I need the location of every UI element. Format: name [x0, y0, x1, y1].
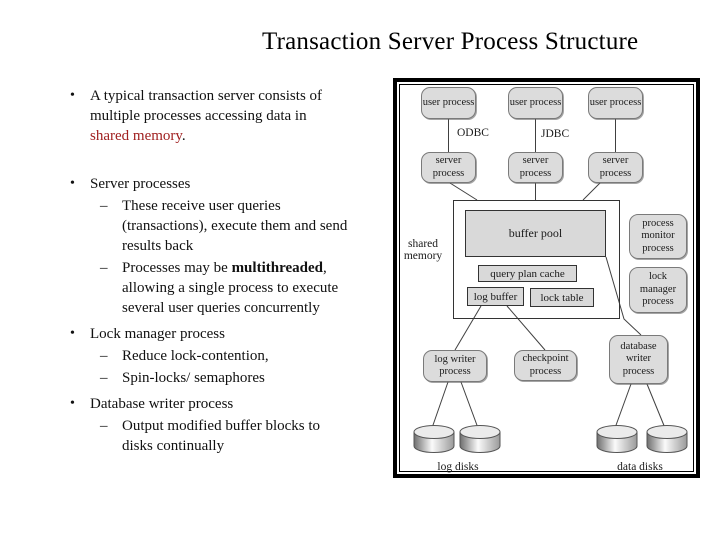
text-fragment: , [322, 260, 327, 276]
dash-marker: – [100, 370, 108, 386]
dash-marker: – [100, 348, 108, 364]
log-disk-cylinder-1 [413, 425, 455, 453]
server-process-box-3: server process [588, 152, 643, 183]
bullet-marker: • [70, 326, 75, 341]
data-disks-label: data disks [617, 461, 663, 473]
text-line: several user queries concurrently [122, 300, 320, 316]
text-line: Reduce lock-contention, [122, 348, 269, 364]
sub-bullet-item: – Output modified buffer blocks to disks… [100, 416, 395, 456]
bullet-text: Server processes [90, 174, 395, 194]
sub-bullet-text: Processes may be multithreaded, allowing… [122, 258, 395, 318]
user-process-box-3: user process [588, 87, 643, 119]
dash-marker: – [100, 198, 108, 214]
text-fragment: Processes may be [122, 260, 232, 276]
odbc-label: ODBC [457, 127, 489, 139]
text-line: A typical transaction server consists of [90, 88, 323, 104]
bullet-marker: • [70, 176, 75, 191]
bullet-text: A typical transaction server consists of… [90, 86, 395, 146]
text-line: allowing a single process to execute [122, 280, 339, 296]
text-line: Processes may be multithreaded, [122, 258, 395, 278]
checkpoint-process-box: checkpoint process [514, 350, 577, 381]
lock-manager-process-box: lock manager process [629, 267, 687, 313]
text-line: multiple processes accessing data in [90, 108, 307, 124]
slide-body-text: • A typical transaction server consists … [70, 86, 395, 456]
text-fragment: . [181, 128, 186, 144]
slide-title: Transaction Server Process Structure [262, 28, 639, 55]
dash-marker: – [100, 260, 108, 276]
text-line: Server processes [90, 176, 191, 192]
server-process-box-2: server process [508, 152, 563, 183]
query-plan-cache-box: query plan cache [478, 265, 577, 282]
bullet-item-1: • A typical transaction server consists … [70, 86, 395, 146]
shared-memory-rect [453, 200, 620, 319]
text-line: Lock manager process [90, 326, 225, 342]
jdbc-label: JDBC [541, 128, 570, 140]
sub-bullet-text: These receive user queries (transactions… [122, 196, 395, 256]
server-process-box-1: server process [421, 152, 476, 183]
bullet-text: Lock manager process [90, 324, 395, 344]
text-line: results back [122, 238, 194, 254]
bold-text: multithreaded [231, 260, 323, 276]
sub-bullet-text: Spin-locks/ semaphores [122, 368, 395, 388]
bullet-item-3: • Lock manager process [70, 324, 395, 344]
text-line: (transactions), execute them and send [122, 218, 348, 234]
sub-bullet-item: – Reduce lock-contention, [100, 346, 395, 366]
lock-table-box: lock table [530, 288, 594, 307]
bullet-text: Database writer process [90, 394, 395, 414]
log-disks-label: log disks [437, 461, 479, 473]
process-structure-diagram: user process user process user process O… [393, 78, 700, 478]
user-process-box-2: user process [508, 87, 563, 119]
text-line: Spin-locks/ semaphores [122, 370, 265, 386]
database-writer-process-box: database writer process [609, 335, 668, 384]
bullet-item-4: • Database writer process [70, 394, 395, 414]
sub-bullet-item: – Processes may be multithreaded, allowi… [100, 258, 395, 318]
text-line: disks continually [122, 438, 225, 454]
process-monitor-process-box: process monitor process [629, 214, 687, 259]
text-line: Database writer process [90, 396, 234, 412]
data-disk-cylinder-2 [646, 425, 688, 453]
user-process-box-1: user process [421, 87, 476, 119]
text-line: These receive user queries [122, 198, 281, 214]
log-buffer-box: log buffer [467, 287, 524, 306]
buffer-pool-box: buffer pool [465, 210, 606, 257]
sub-bullet-text: Output modified buffer blocks to disks c… [122, 416, 395, 456]
bullet-marker: • [70, 88, 75, 103]
log-writer-process-box: log writer process [423, 350, 487, 382]
bullet-item-2: • Server processes [70, 174, 395, 194]
dash-marker: – [100, 418, 108, 434]
sub-bullet-item: – These receive user queries (transactio… [100, 196, 395, 256]
sub-bullet-item: – Spin-locks/ semaphores [100, 368, 395, 388]
log-disk-cylinder-2 [459, 425, 501, 453]
sub-bullet-text: Reduce lock-contention, [122, 346, 395, 366]
text-line: Output modified buffer blocks to [122, 418, 321, 434]
bullet-marker: • [70, 396, 75, 411]
text-line: shared memory. [90, 126, 395, 146]
shared-memory-label: shared memory [403, 238, 443, 262]
data-disk-cylinder-1 [596, 425, 638, 453]
highlighted-text: shared memory [90, 128, 182, 144]
